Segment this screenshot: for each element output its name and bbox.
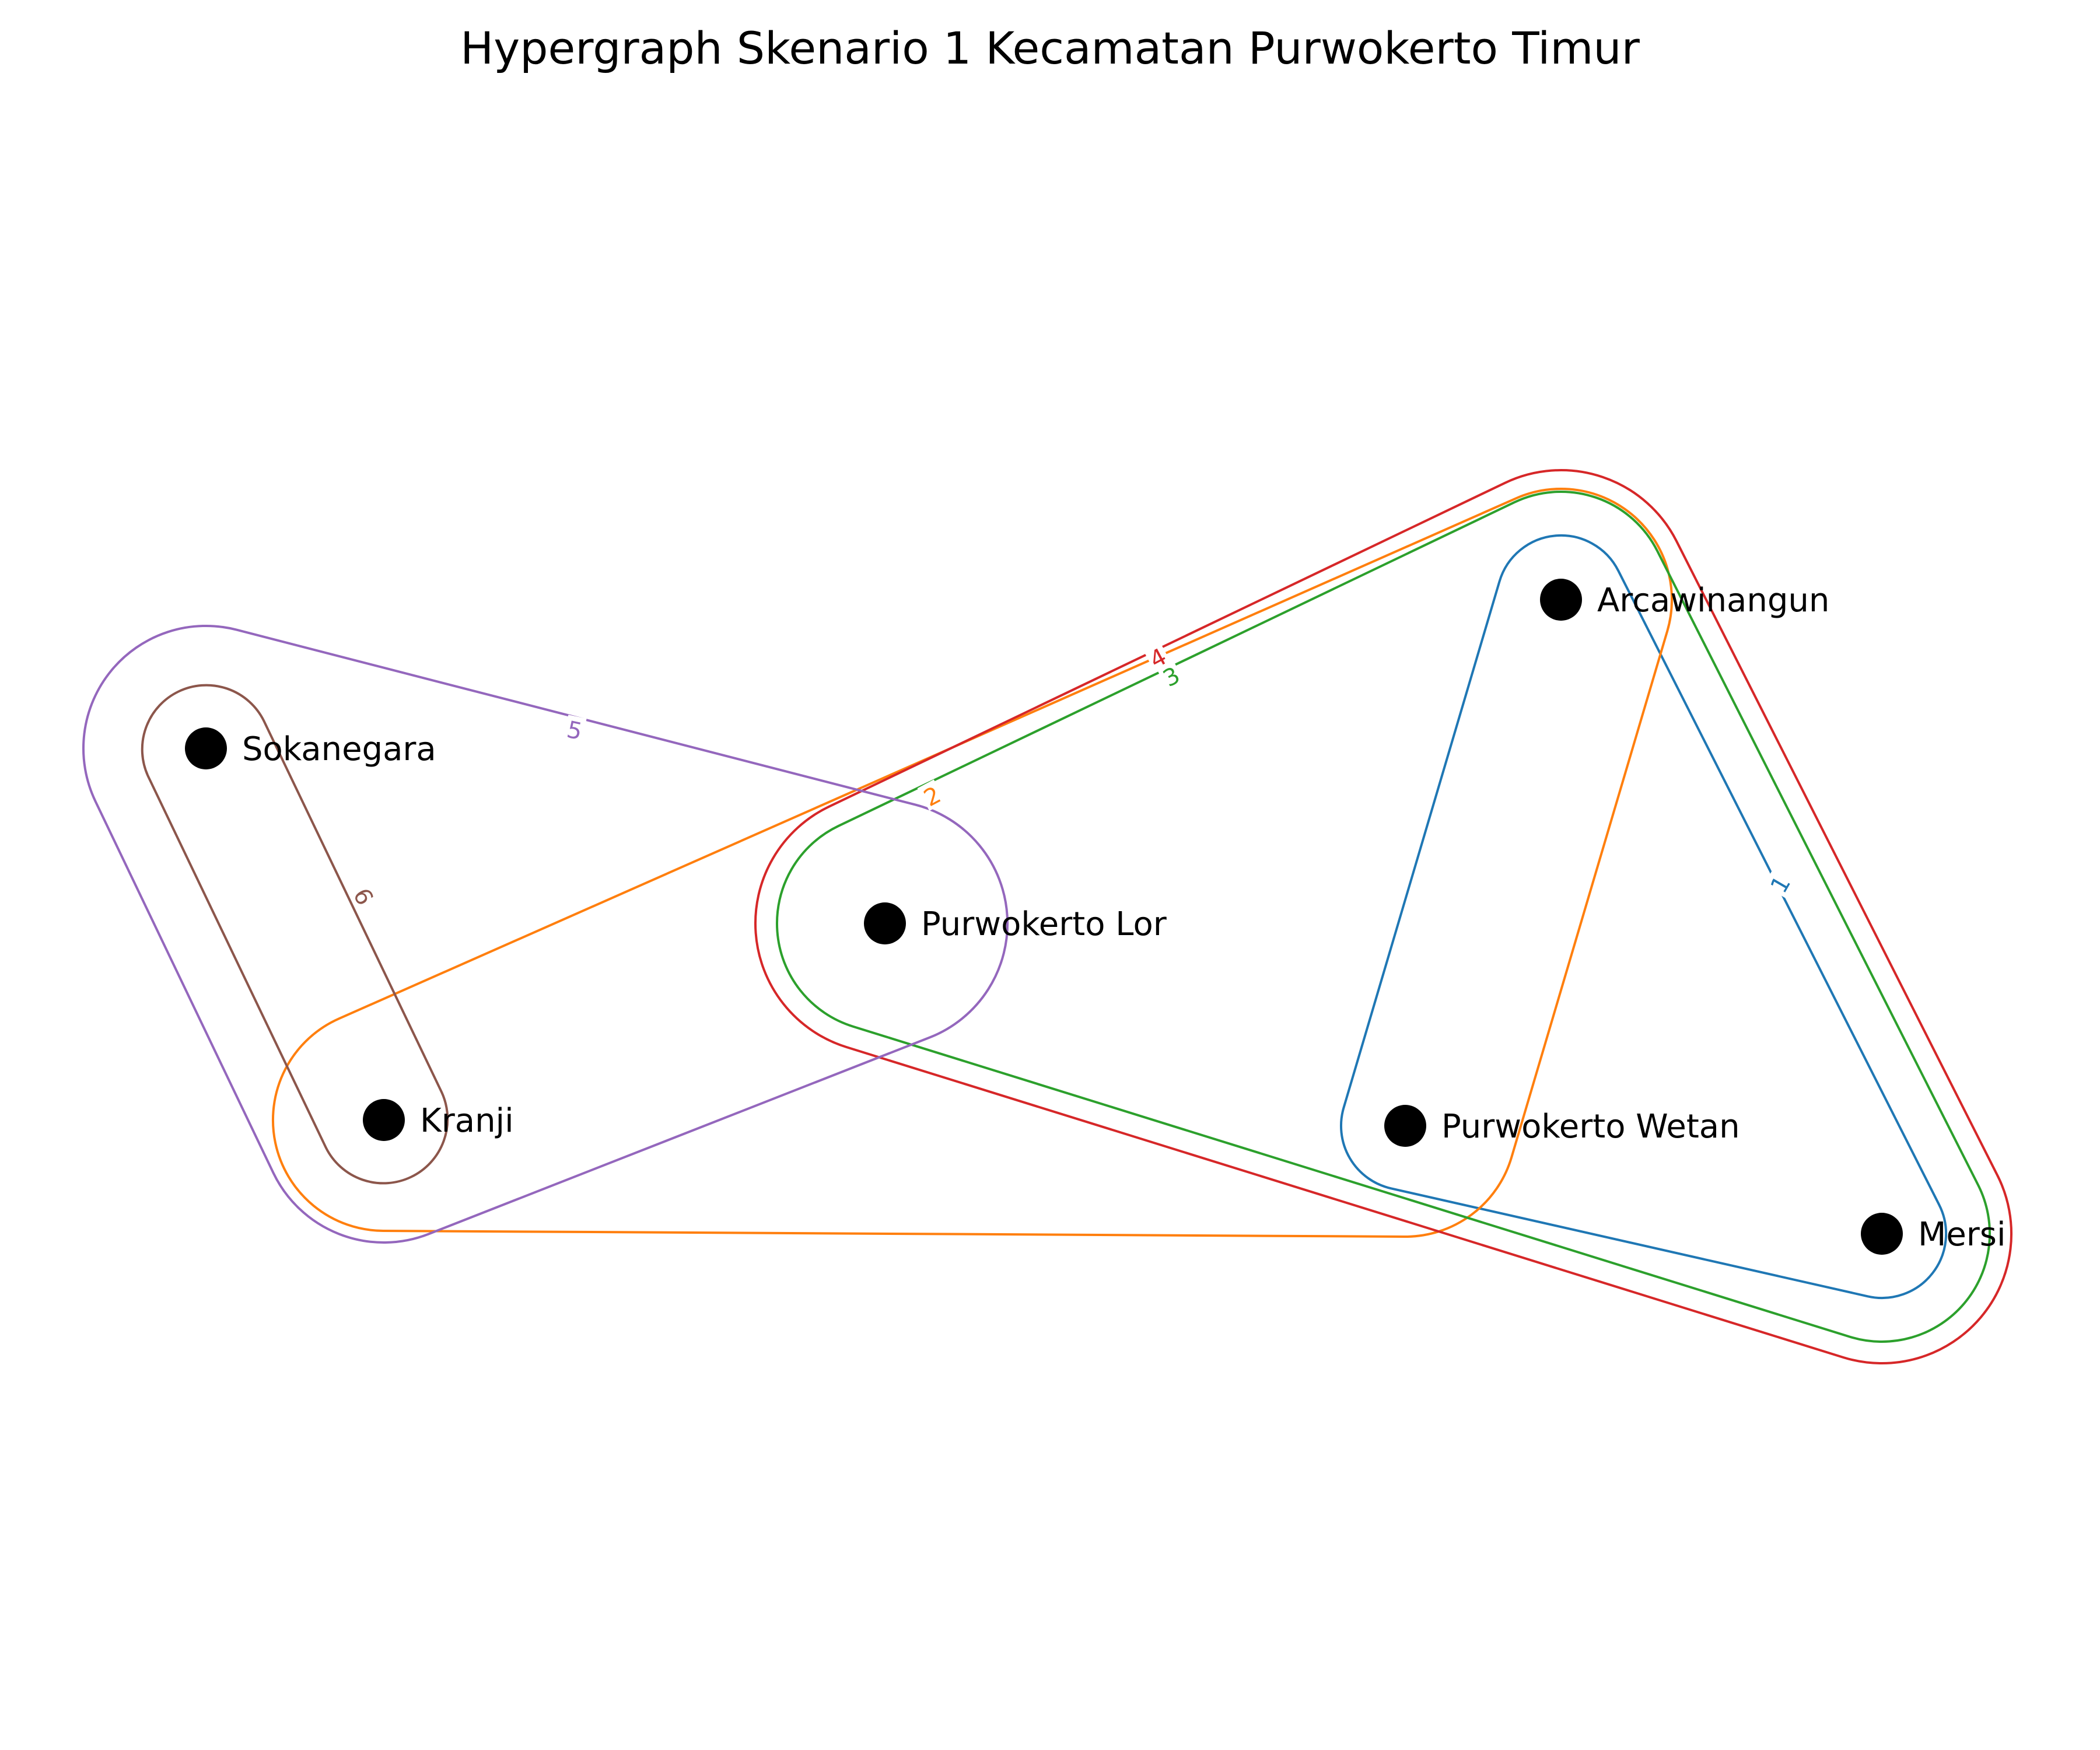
hyperedge-label-background [1763,869,1796,898]
hyperedge-3 [776,491,1991,1343]
hyperedge-1 [1340,534,1948,1300]
diagram-title: Hypergraph Skenario 1 Kecamatan Purwoker… [460,22,1640,74]
node-purwokerto_lor [864,902,906,944]
hyperedge-label-background [348,881,380,911]
node-kranji [363,1099,405,1141]
node-purwokerto_wetan [1384,1105,1426,1147]
hyperedge-label-background [563,715,587,744]
hyperedge-layer [82,469,2013,1364]
node-label-arcawinangun: Arcawinangun [1597,582,1829,620]
node-label-sokanegara: Sokanegara [242,730,436,768]
node-label-purwokerto_lor: Purwokerto Lor [921,905,1167,943]
hyperedge-label-background [1143,641,1172,673]
hyperedge-6 [141,684,449,1185]
node-arcawinangun [1540,579,1582,621]
node-label-purwokerto_wetan: Purwokerto Wetan [1441,1108,1740,1146]
hyperedge-5 [82,625,1009,1244]
node-label-kranji: Kranji [420,1102,514,1140]
hyperedge-label-background [917,779,946,811]
hyperedge-2 [271,487,1673,1238]
node-sokanegara [185,727,227,769]
node-mersi [1861,1213,1903,1255]
node-label-mersi: Mersi [1918,1216,2006,1254]
hyperedge-4 [754,469,2013,1364]
